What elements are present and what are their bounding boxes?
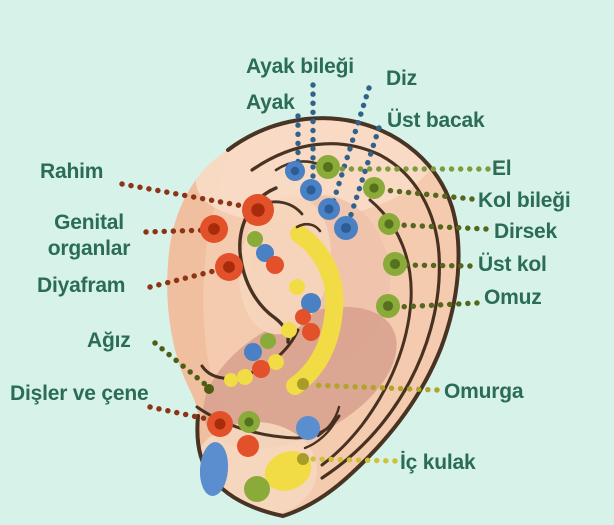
acupoint-green: [247, 231, 263, 247]
leader-omuz: [396, 300, 480, 310]
leader-lines: [119, 82, 491, 464]
label-diz: Diz: [386, 67, 417, 90]
label-ayak-bilegi: Ayak bileği: [246, 55, 354, 78]
acupoint-center: [244, 417, 254, 427]
acupoint-yellow: [237, 369, 253, 385]
acupoint-#a89c28: [297, 378, 309, 390]
label-ayak: Ayak: [246, 91, 295, 114]
label-agiz: Ağız: [87, 329, 131, 352]
label-ust-kol: Üst kol: [478, 253, 547, 276]
leader-disler-ve-cene: [147, 404, 215, 423]
leader-genital-organlar: [143, 227, 211, 235]
leader-ic-kulak: [307, 456, 398, 464]
leader-ust-kol: [402, 262, 473, 269]
acupoint-lobe_blue: [296, 416, 320, 440]
acupoint-red: [252, 360, 270, 378]
inner-ear-blue-oval: [199, 442, 229, 496]
acupoint-blue: [244, 343, 262, 361]
acupoint-#4e5c14: [204, 384, 214, 394]
label-el: El: [492, 157, 512, 180]
acupoint-center: [324, 204, 334, 214]
leader-rahim: [119, 181, 246, 209]
acupoint-center: [208, 223, 220, 235]
leader-dirsek: [396, 222, 489, 232]
label-rahim: Rahim: [40, 160, 104, 183]
label-kol-bilegi: Kol bileği: [478, 189, 571, 212]
acupoint-center: [251, 203, 265, 217]
leader-omurga: [307, 382, 440, 393]
label-omurga: Omurga: [444, 380, 524, 403]
acupoint-green: [244, 476, 270, 502]
acupoint-center: [384, 219, 394, 229]
acupoint-center: [306, 185, 316, 195]
leader-agiz: [152, 340, 209, 388]
label-disler-ve-cene: Dişler ve çene: [10, 382, 149, 405]
spine-band: [286, 225, 344, 395]
acupoint-green: [260, 333, 276, 349]
label-diyafram: Diyafram: [37, 274, 126, 297]
acupoint-center: [223, 261, 235, 273]
acupoint-red: [295, 309, 311, 325]
leader-diz: [329, 85, 372, 209]
leader-kol-bilegi: [381, 187, 475, 202]
acupoints: [200, 155, 407, 502]
label-genital-organlar: Genital organlar: [47, 211, 131, 261]
label-dirsek: Dirsek: [494, 220, 558, 243]
label-ic-kulak: İç kulak: [400, 451, 476, 474]
acupoint-red: [302, 323, 320, 341]
leader-ust-bacak: [345, 125, 382, 227]
acupoint-center: [214, 418, 226, 430]
acupoint-yellow: [268, 354, 284, 370]
acupoint-center: [382, 300, 394, 312]
label-ust-bacak: Üst bacak: [387, 109, 485, 132]
acupoint-blue: [301, 293, 321, 313]
acupoint-center: [389, 258, 401, 270]
acupoint-blue: [256, 244, 274, 262]
acupoint-yellow: [289, 279, 305, 295]
acupoint-center: [369, 183, 379, 193]
acupoint-yellow: [224, 373, 238, 387]
acupoint-center: [340, 222, 352, 234]
leader-diyafram: [147, 266, 225, 290]
acupoint-red: [266, 256, 284, 274]
acupoint-red: [237, 435, 259, 457]
acupoint-center: [290, 166, 300, 176]
label-omuz: Omuz: [484, 286, 542, 309]
acupoint-#a89c28: [297, 453, 309, 465]
acupoint-center: [322, 161, 334, 173]
acupoint-yellow: [281, 322, 297, 338]
